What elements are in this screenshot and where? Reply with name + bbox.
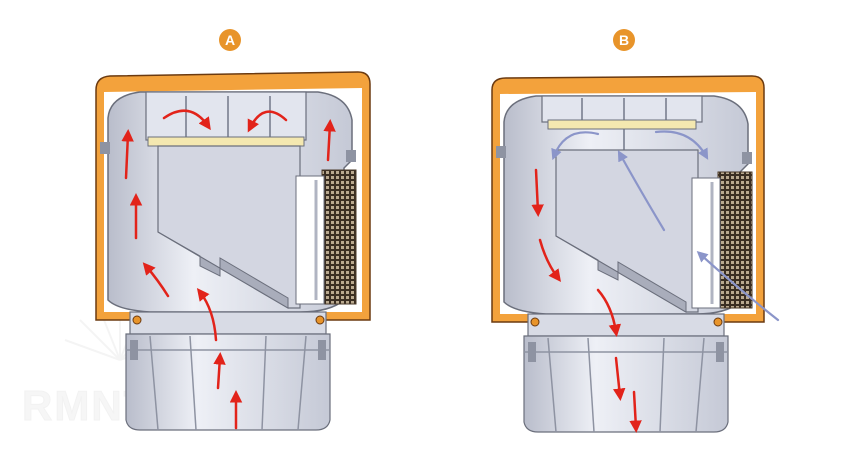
valve-membrane bbox=[147, 136, 305, 147]
flow-arrows-a bbox=[121, 109, 336, 430]
panel-b: B bbox=[491, 29, 780, 433]
flow-arrow bbox=[247, 110, 288, 133]
flow-arrow bbox=[162, 109, 211, 131]
drain-pipe bbox=[523, 335, 729, 433]
flow-arrow bbox=[196, 288, 218, 342]
flow-arrow bbox=[213, 352, 226, 390]
panel-b-badge: B bbox=[613, 29, 635, 51]
air-arrow bbox=[617, 150, 666, 232]
panel-b-label: B bbox=[619, 32, 629, 48]
air-arrow bbox=[696, 251, 780, 322]
flow-arrow bbox=[121, 129, 134, 180]
pipe-coupling bbox=[129, 311, 327, 335]
flow-arrow bbox=[629, 390, 642, 433]
flow-arrow bbox=[538, 238, 561, 283]
side-mesh-filter bbox=[717, 171, 753, 309]
drain-pipe bbox=[125, 333, 331, 431]
air-arrow bbox=[654, 130, 709, 160]
air-arrow bbox=[551, 131, 600, 161]
side-mesh-filter bbox=[321, 169, 357, 305]
inner-tube bbox=[157, 145, 301, 309]
flow-arrow bbox=[596, 288, 622, 337]
flow-arrow bbox=[612, 356, 626, 401]
panel-a-label: A bbox=[225, 32, 235, 48]
air-arrows-b bbox=[551, 130, 780, 322]
valve-membrane bbox=[547, 119, 697, 130]
inner-tube bbox=[555, 149, 699, 313]
top-vent-chamber bbox=[541, 95, 703, 123]
flow-arrows-b bbox=[531, 168, 642, 433]
flow-arrow bbox=[142, 262, 170, 298]
pipe-coupling bbox=[527, 313, 725, 337]
flow-arrow bbox=[531, 168, 544, 217]
flow-arrow bbox=[323, 119, 336, 162]
panel-a: A bbox=[95, 29, 371, 431]
panel-a-badge: A bbox=[219, 29, 241, 51]
